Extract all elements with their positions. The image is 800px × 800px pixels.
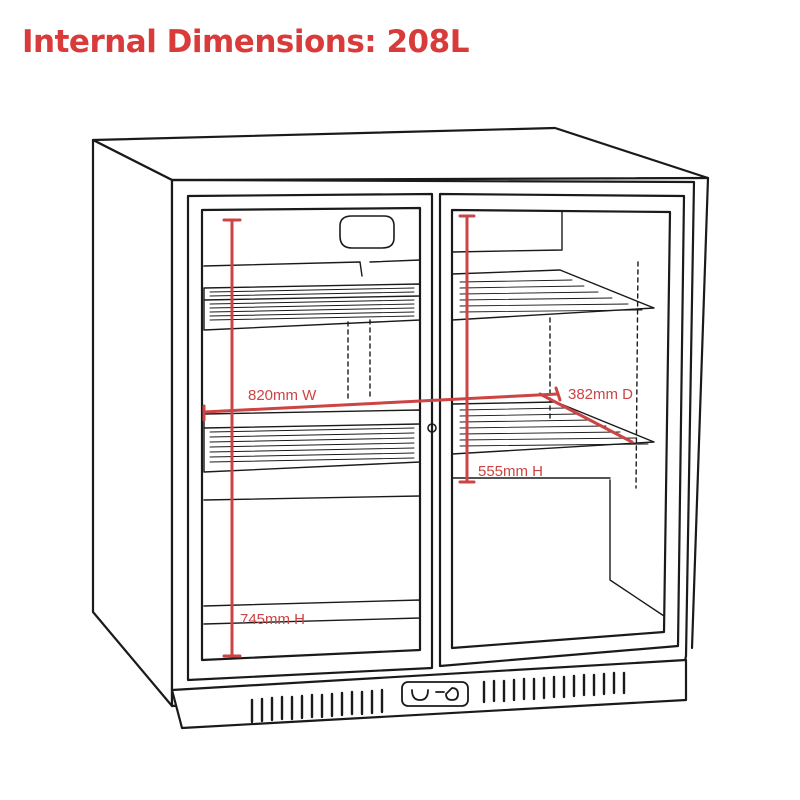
base-vents — [250, 671, 626, 724]
fridge-outline — [91, 126, 710, 730]
cabinet-base — [170, 658, 688, 730]
cabinet-left-side — [91, 138, 174, 708]
left-height-label: 745mm H — [240, 611, 305, 628]
width-line — [202, 392, 560, 414]
left-door-glass — [200, 206, 422, 662]
page-title: Internal Dimensions: 208L — [22, 24, 469, 60]
depth-line — [538, 392, 634, 444]
right-door-glass — [450, 208, 672, 650]
width-cap-right — [554, 386, 562, 402]
upper-shelf-right — [451, 269, 655, 321]
upper-shelf-left — [203, 283, 421, 331]
lower-shelf-right — [451, 401, 655, 455]
shelf-support-left — [347, 319, 371, 401]
back-wall-lower — [451, 477, 665, 617]
dimension-lines — [202, 214, 634, 658]
bottom-compartment — [203, 495, 421, 625]
lock-icon — [427, 423, 437, 433]
left-door — [186, 192, 434, 682]
depth-label: 382mm D — [568, 386, 633, 403]
back-wall-right — [451, 211, 563, 253]
back-wall-left — [203, 259, 421, 277]
thermostat-controls-icon — [401, 681, 469, 707]
right-height-label: 555mm H — [478, 463, 543, 480]
lower-shelf-left — [203, 409, 421, 473]
interior-light — [339, 215, 395, 249]
right-door — [438, 192, 686, 668]
cabinet-right-side — [690, 176, 710, 650]
shelf-support-right — [549, 261, 639, 489]
width-label: 820mm W — [248, 387, 317, 404]
cabinet-top — [91, 126, 710, 182]
